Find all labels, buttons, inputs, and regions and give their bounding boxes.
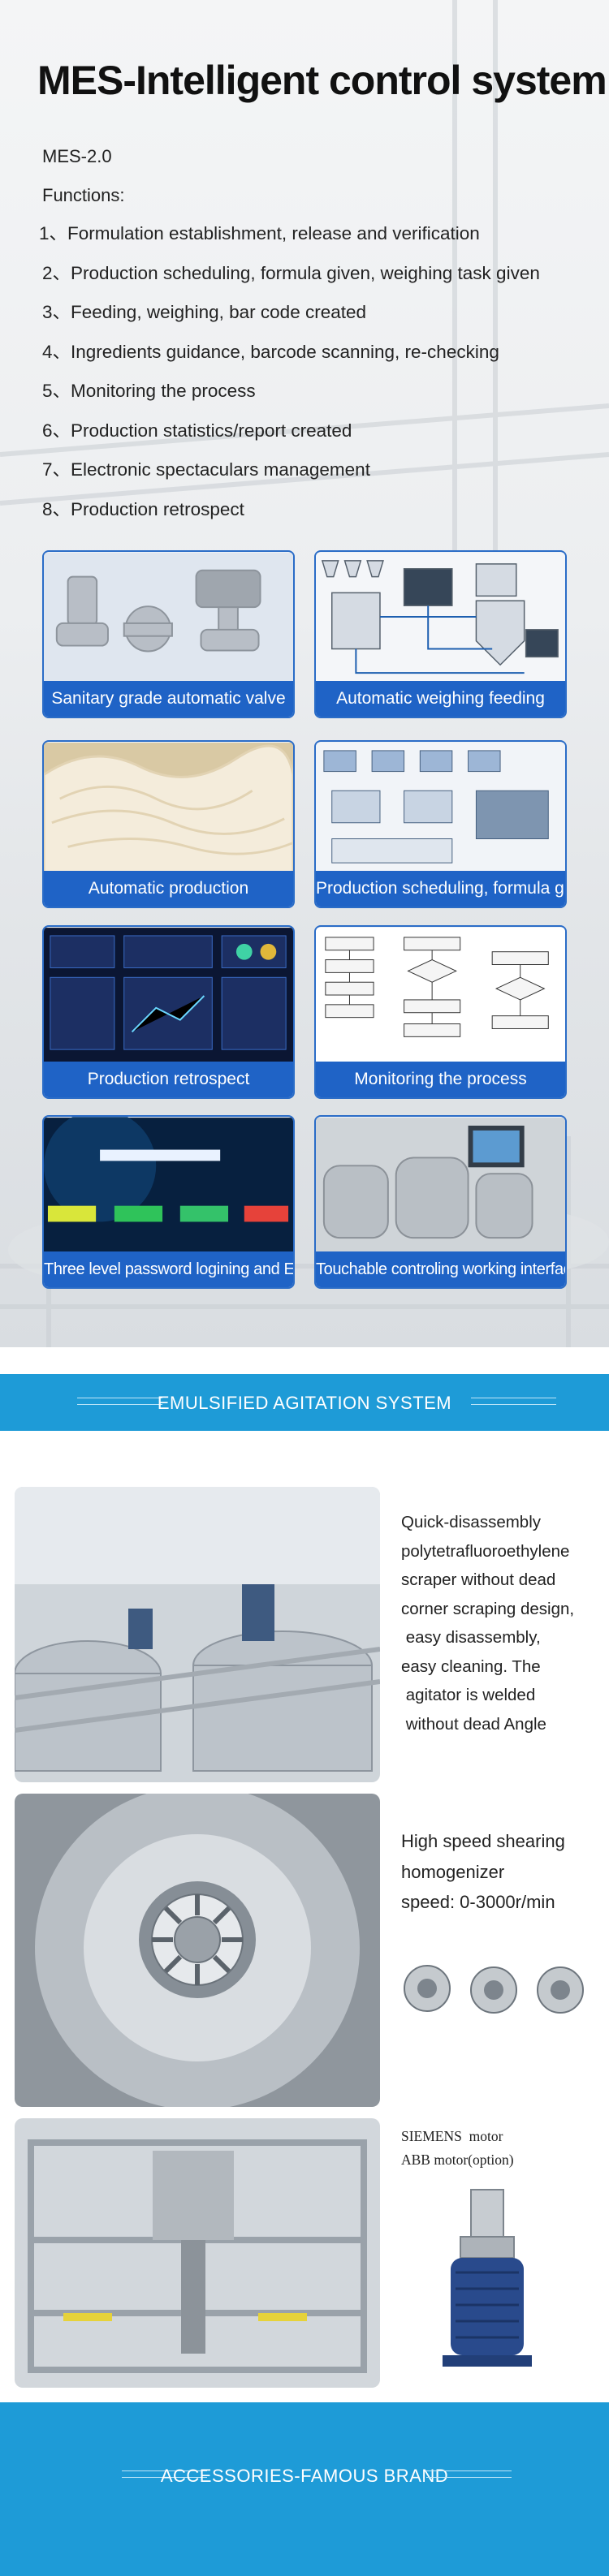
card-production-retrospect: Production retrospect [42, 925, 295, 1099]
function-item: 5、Monitoring the process [42, 381, 256, 401]
header-line-left [122, 2477, 207, 2478]
function-item: 1、Formulation establishment, release and… [39, 223, 480, 243]
tank-room-image [15, 1487, 380, 1782]
card-caption: Automatic production [44, 871, 293, 907]
accessories-title: ACCESSORIES-FAMOUS BRAND [160, 2466, 449, 2486]
card-caption: Three level password logining and Editin… [44, 1251, 293, 1287]
control-room-image [316, 1118, 565, 1254]
weighing-diagram-image [316, 553, 565, 683]
header-line-right [426, 2477, 512, 2478]
function-item: 6、Production statistics/report created [42, 420, 352, 441]
feature1-line: easy cleaning. The [401, 1656, 541, 1676]
feature1-line: Quick-disassembly [401, 1513, 542, 1531]
feature1-line: agitator is welded [401, 1686, 536, 1704]
flowchart-image [316, 928, 565, 1064]
feature2-line: speed: 0-3000r/min [401, 1892, 555, 1912]
card-caption: Automatic weighing feeding [316, 681, 565, 717]
homogenizer-heads-image [404, 1965, 584, 2014]
card-caption: Touchable controling working interface [316, 1251, 565, 1287]
feature2-line: homogenizer [401, 1861, 505, 1882]
dashboard-screen-image [44, 928, 293, 1064]
page-title: MES-Intelligent control system [37, 58, 607, 103]
card-monitoring-process: Monitoring the process [314, 925, 567, 1099]
card-production-scheduling: Production scheduling, formula given [314, 740, 567, 908]
function-item: 8、Production retrospect [42, 498, 244, 519]
password-screen-image [44, 1117, 293, 1254]
feature2-text: High speed shearing homogenizer speed: 0… [401, 1826, 565, 1918]
header-line-left [122, 2470, 207, 2471]
agitation-header-band: EMULSIFIED AGITATION SYSTEM [0, 1374, 609, 1431]
card-sanitary-valve: Sanitary grade automatic valve [42, 550, 295, 718]
card-password-editing: Three level password logining and Editin… [42, 1115, 295, 1289]
feature1-line: easy disassembly, [401, 1628, 541, 1647]
homogenizer-image [15, 1794, 380, 2107]
header-line-right [426, 2470, 512, 2471]
feature3-text: SIEMENS motor ABB motor(option) [401, 2125, 514, 2172]
card-touch-interface: Touchable controling working interface [314, 1115, 567, 1289]
function-item: 2、Production scheduling, formula given, … [42, 262, 540, 283]
version-label: MES-2.0 [42, 146, 112, 166]
feature3-line: ABB motor(option) [401, 2152, 514, 2168]
function-item: 4、Ingredients guidance, barcode scanning… [42, 341, 499, 362]
functions-label: Functions: [42, 185, 125, 205]
function-item: 3、Feeding, weighing, bar code created [42, 302, 367, 322]
card-weighing-feeding: Automatic weighing feeding [314, 550, 567, 718]
card-caption: Production retrospect [44, 1062, 293, 1097]
scheduling-flow-image [316, 743, 565, 873]
function-item: 7、Electronic spectaculars management [42, 459, 370, 480]
header-line-left [77, 1404, 162, 1405]
feature1-line: polytetrafluoroethylene [401, 1541, 570, 1561]
feature1-line: without dead Angle [401, 1714, 546, 1734]
feature3-line: SIEMENS motor [401, 2128, 503, 2144]
cream-product-image [44, 743, 293, 874]
feature1-line: corner scraping design, [401, 1599, 575, 1618]
header-line-right [471, 1404, 556, 1405]
card-caption: Production scheduling, formula given [316, 871, 565, 907]
card-automatic-production: Automatic production [42, 740, 295, 908]
valve-image [44, 553, 293, 683]
feature1-line: scraper without dead [401, 1570, 556, 1589]
mes-section: MES-Intelligent control system MES-2.0 F… [0, 0, 609, 1347]
accessories-header-band: ACCESSORIES-FAMOUS BRAND [0, 2402, 609, 2576]
feature1-text: Quick-disassembly polytetrafluoroethylen… [401, 1508, 574, 1738]
feature2-line: High speed shearing [401, 1831, 565, 1851]
card-caption: Monitoring the process [316, 1062, 565, 1097]
card-caption: Sanitary grade automatic valve [44, 681, 293, 717]
agitation-title: EMULSIFIED AGITATION SYSTEM [157, 1393, 452, 1413]
functions-list: 1、Formulation establishment, release and… [39, 223, 540, 539]
motor-frame-image [15, 2118, 380, 2388]
motor-image [443, 2189, 532, 2367]
